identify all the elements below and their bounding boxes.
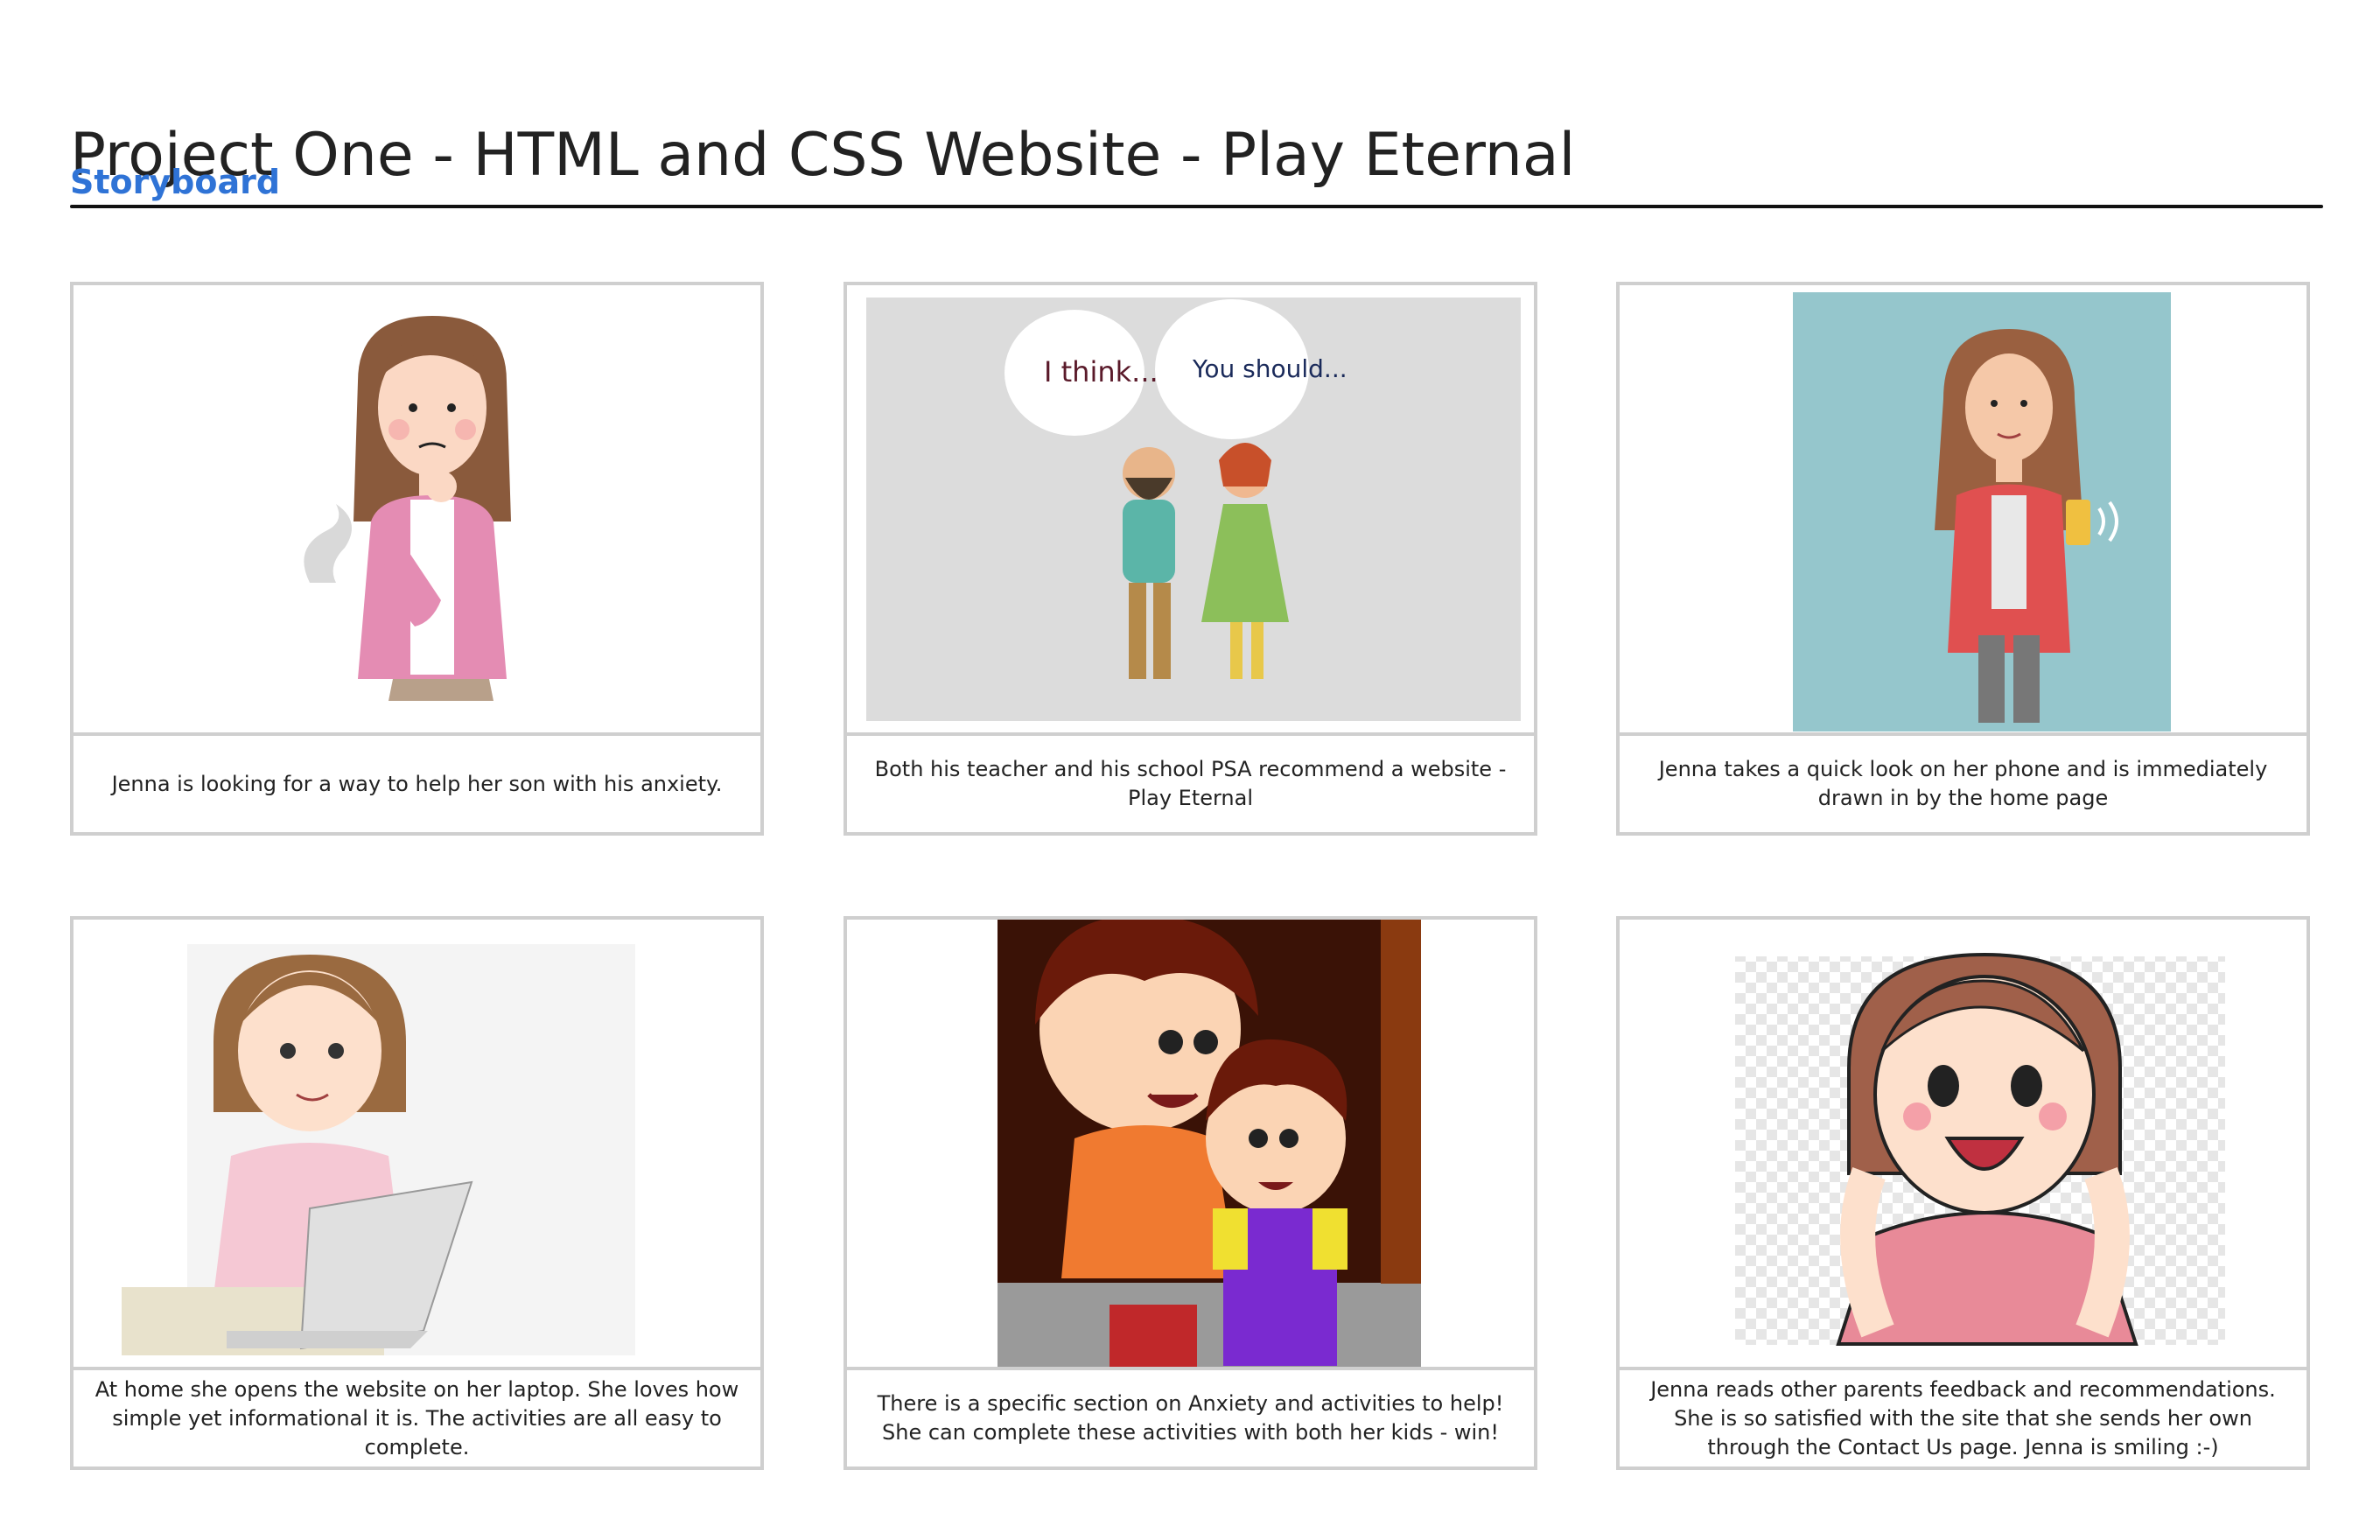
panel-5-illustration <box>847 920 1534 1370</box>
bubble-you-should: You should... <box>1192 354 1348 383</box>
header-divider <box>70 205 2323 208</box>
panel-2-illustration: I think... You should... <box>847 285 1534 736</box>
thinking-woman-icon <box>304 316 511 701</box>
panel-3-illustration <box>1620 285 2306 736</box>
teacher-and-psa-talking-icon: I think... You should... <box>866 298 1521 721</box>
panel-3-caption: Jenna takes a quick look on her phone an… <box>1658 757 2268 810</box>
panel-6-illustration <box>1620 920 2306 1370</box>
woman-with-phone-icon <box>1793 292 2171 732</box>
panel-2-caption: Both his teacher and his school PSA reco… <box>874 757 1507 810</box>
storyboard-panel-6: Jenna reads other parents feedback and r… <box>1616 916 2310 1470</box>
page-subtitle: Storyboard <box>70 163 281 201</box>
panel-1-illustration <box>74 285 760 736</box>
woman-on-laptop-icon <box>122 944 635 1355</box>
storyboard-panel-4: At home she opens the website on her lap… <box>70 916 764 1470</box>
two-kids-hugging-icon <box>998 920 1421 1367</box>
excited-woman-icon <box>1735 952 2225 1346</box>
page-title: Project One - HTML and CSS Website - Pla… <box>70 120 1576 190</box>
storyboard-panel-5: There is a specific section on Anxiety a… <box>844 916 1537 1470</box>
panel-4-caption: At home she opens the website on her lap… <box>94 1376 739 1460</box>
storyboard-panel-2: I think... You should... Both his teache… <box>844 282 1537 836</box>
panel-4-illustration <box>74 920 760 1370</box>
bubble-i-think: I think... <box>1044 355 1158 388</box>
panel-6-caption: Jenna reads other parents feedback and r… <box>1650 1376 2276 1460</box>
storyboard-panel-1: Jenna is looking for a way to help her s… <box>70 282 764 836</box>
storyboard-panel-3: Jenna takes a quick look on her phone an… <box>1616 282 2310 836</box>
panel-5-caption: There is a specific section on Anxiety a… <box>877 1391 1504 1445</box>
panel-1-caption: Jenna is looking for a way to help her s… <box>111 771 723 796</box>
